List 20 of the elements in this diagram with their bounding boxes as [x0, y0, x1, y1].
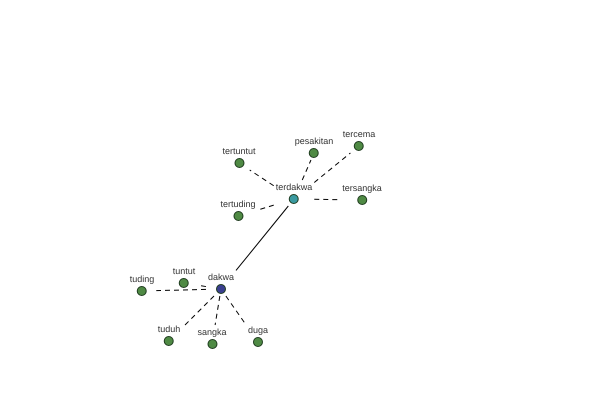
connector-line	[156, 288, 206, 292]
connector-line	[314, 152, 351, 183]
node-label: tuntut	[172, 266, 196, 277]
node-label: tercema	[342, 129, 376, 140]
node-label: tertuding	[220, 199, 256, 210]
node-label: tuding	[130, 274, 154, 285]
connector-line	[249, 170, 274, 186]
node-label: duga	[248, 325, 268, 336]
node-label: dakwa	[208, 272, 234, 283]
node-label: tertuntut	[222, 146, 256, 157]
connector-line	[236, 206, 289, 271]
connector-line	[302, 160, 312, 180]
node-label: pesakitan	[294, 136, 334, 147]
connector-line	[214, 296, 220, 326]
node-label: tersangka	[342, 183, 382, 194]
connector-line	[225, 296, 246, 326]
node-label: tuduh	[158, 324, 180, 335]
connector-line	[257, 204, 274, 211]
node-label: sangka	[197, 327, 227, 338]
node-label: terdakwa	[276, 182, 312, 193]
